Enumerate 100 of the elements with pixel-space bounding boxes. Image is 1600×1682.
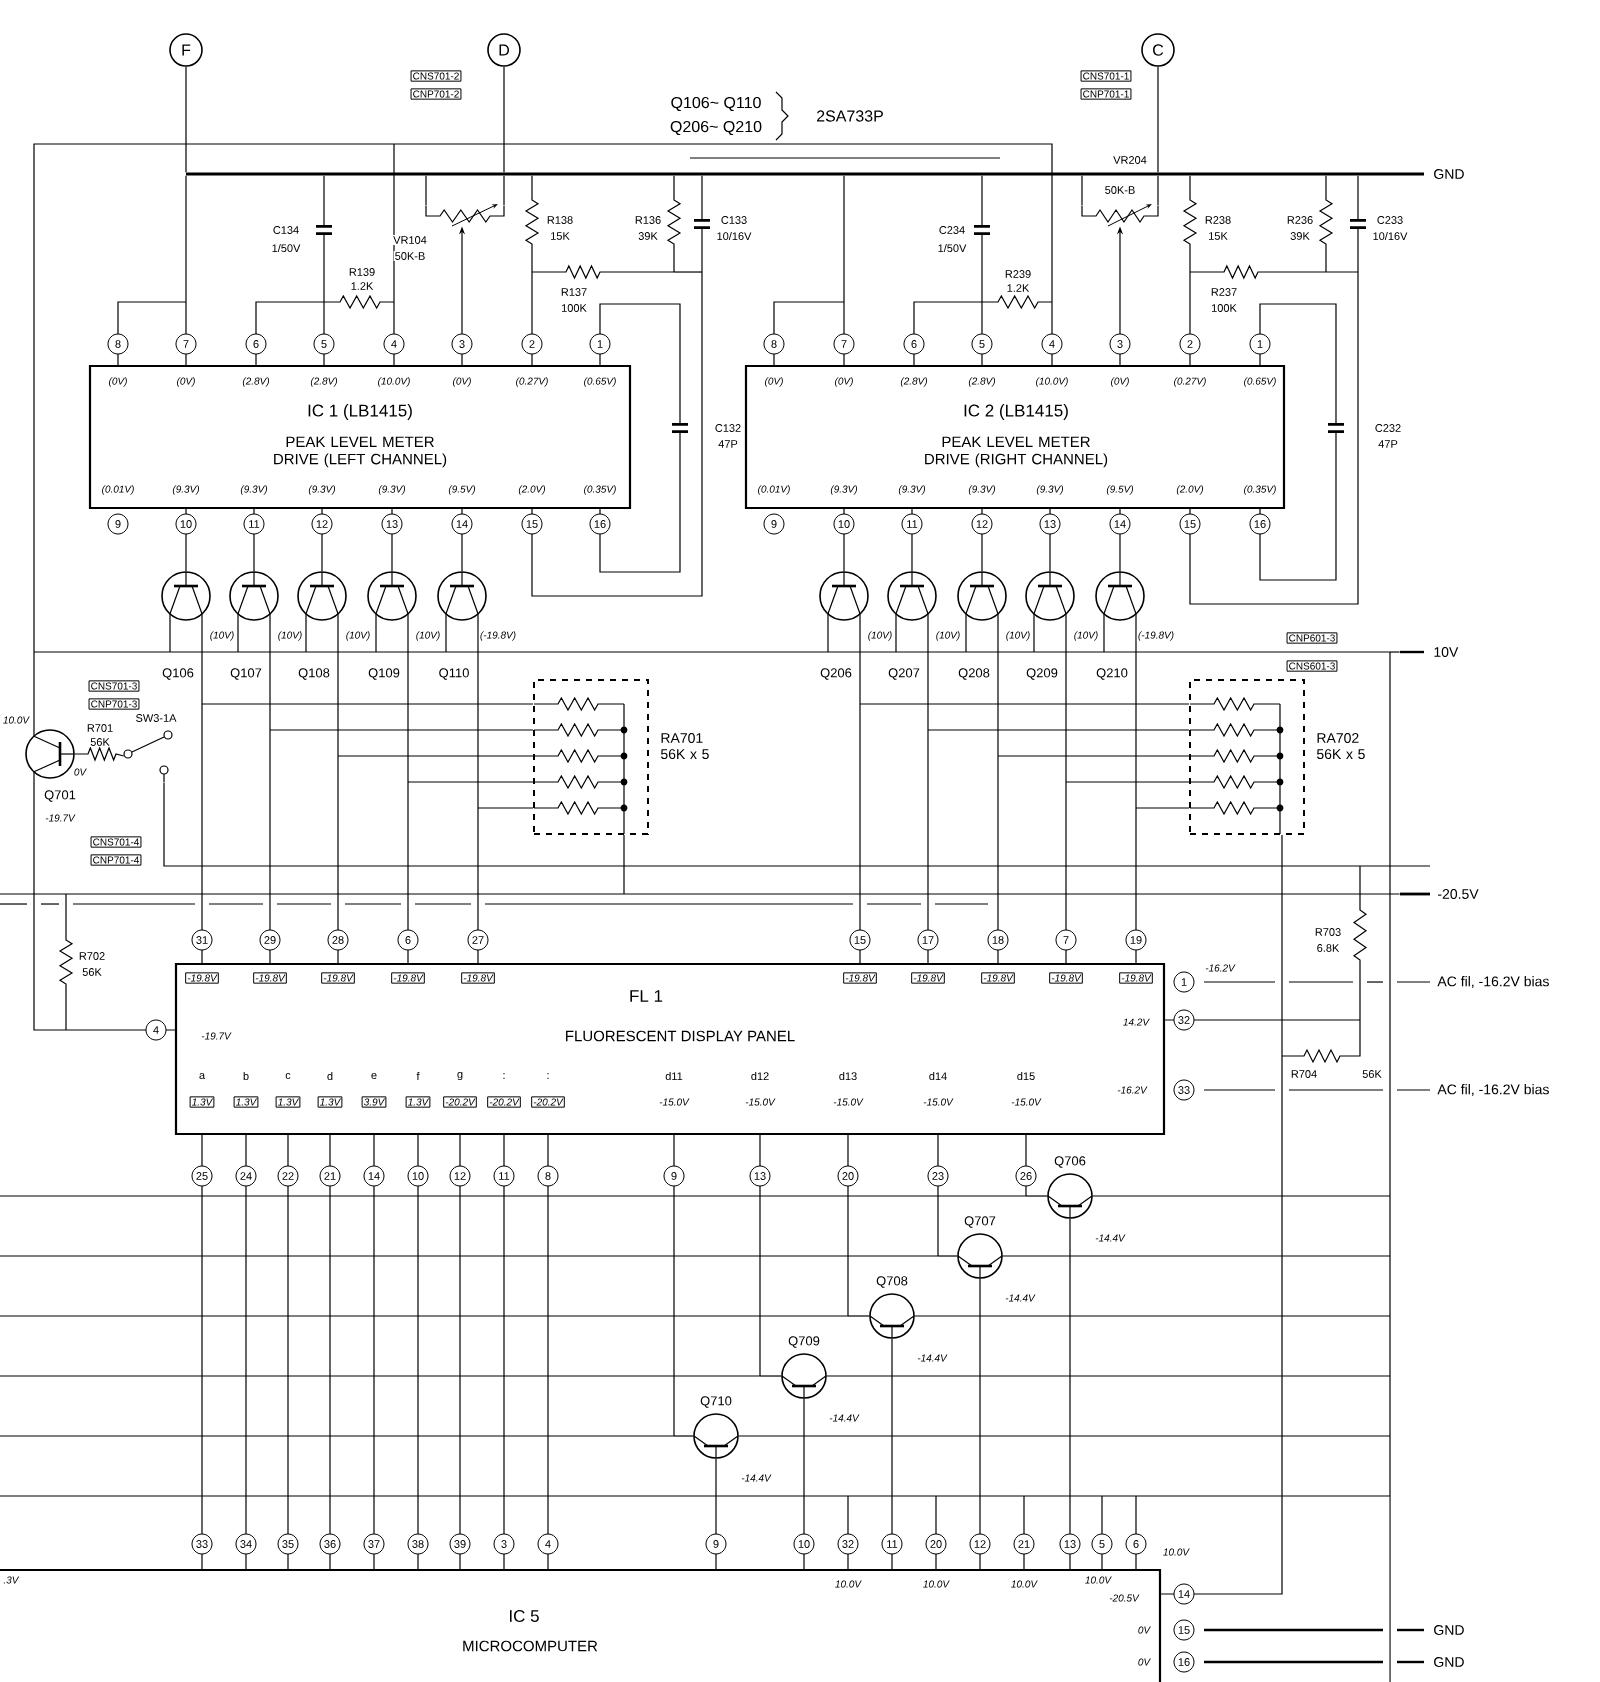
wire [1135, 613, 1137, 809]
wire [269, 613, 271, 731]
wire [237, 613, 239, 653]
wire [666, 175, 682, 273]
wire [1357, 175, 1359, 273]
wire [1135, 807, 1190, 809]
wire [1157, 175, 1159, 207]
wire [1023, 1495, 1025, 1570]
wire [803, 1398, 805, 1570]
wire [117, 301, 187, 366]
wire [927, 613, 929, 731]
wire [1023, 1495, 1103, 1497]
wire [1092, 1195, 1391, 1197]
wire [1389, 1255, 1391, 1317]
wire [0, 1435, 675, 1437]
wire [1069, 1218, 1071, 1570]
wire [891, 1338, 893, 1570]
wire [847, 1315, 870, 1317]
wire [477, 613, 479, 809]
wire [417, 1134, 419, 1570]
wire [169, 613, 171, 653]
wire [65, 1029, 176, 1031]
wire [323, 301, 325, 366]
wire [827, 613, 829, 653]
wire [1135, 807, 1137, 964]
wire [859, 613, 861, 705]
wire [269, 729, 271, 964]
wire [847, 1134, 849, 1317]
wire [503, 1134, 505, 1570]
wire [337, 613, 339, 757]
wire [895, 613, 897, 653]
wire [477, 807, 534, 809]
wire [1065, 613, 1067, 783]
wire [185, 508, 187, 572]
wire [1065, 781, 1190, 783]
wire [911, 508, 913, 572]
wire [503, 175, 505, 207]
wire [759, 1134, 761, 1377]
wire [599, 303, 681, 573]
wire [1160, 1055, 1283, 1595]
wire [1065, 781, 1067, 964]
wire [773, 301, 845, 366]
wire [503, 66, 505, 173]
wire [0, 1315, 849, 1317]
wire [547, 1134, 549, 1570]
wire [337, 755, 339, 964]
wire [65, 893, 625, 895]
wire [1389, 651, 1391, 1197]
wire [185, 66, 187, 173]
wire [981, 175, 983, 303]
wire [393, 301, 395, 366]
wire [337, 755, 534, 757]
wire [843, 175, 845, 303]
wire [1033, 613, 1035, 653]
wire [253, 508, 255, 572]
wire [201, 1134, 203, 1570]
wire [201, 703, 203, 964]
wire [0, 1375, 761, 1377]
wire [981, 301, 983, 366]
wire [1135, 1495, 1391, 1497]
wire [375, 613, 377, 653]
component-label: Q206~ Q210 [670, 120, 762, 136]
wire [827, 651, 897, 653]
wire [623, 893, 1283, 895]
wire [927, 729, 929, 964]
wire [321, 508, 323, 572]
wire [1389, 1435, 1391, 1497]
wire [0, 1195, 1027, 1197]
wire [1103, 651, 1391, 653]
wire [1389, 1195, 1391, 1257]
wire [1051, 301, 1053, 366]
wire [673, 1435, 694, 1437]
wire [329, 1134, 331, 1570]
wire [935, 1495, 937, 1570]
wire [623, 834, 625, 895]
wire [185, 301, 187, 366]
wire [673, 271, 703, 273]
wire [425, 175, 427, 207]
wire [393, 143, 1053, 303]
wire [201, 703, 534, 705]
wire [935, 1495, 1025, 1497]
wire [1135, 1495, 1137, 1570]
wire [1164, 1019, 1361, 1021]
wire [1189, 264, 1327, 280]
wire [927, 729, 1190, 731]
wire [847, 1495, 849, 1570]
wire [701, 175, 703, 273]
wire [1025, 1195, 1048, 1197]
wire [997, 613, 999, 757]
wire [305, 651, 377, 653]
wire [1318, 175, 1334, 273]
wire [937, 1134, 939, 1257]
wire [1049, 508, 1051, 572]
wire [979, 1278, 981, 1570]
wire [305, 613, 307, 653]
wire [1002, 1255, 1391, 1257]
wire [0, 1495, 849, 1497]
wire [323, 175, 325, 303]
wire [1281, 893, 1401, 895]
wire [1182, 175, 1198, 273]
